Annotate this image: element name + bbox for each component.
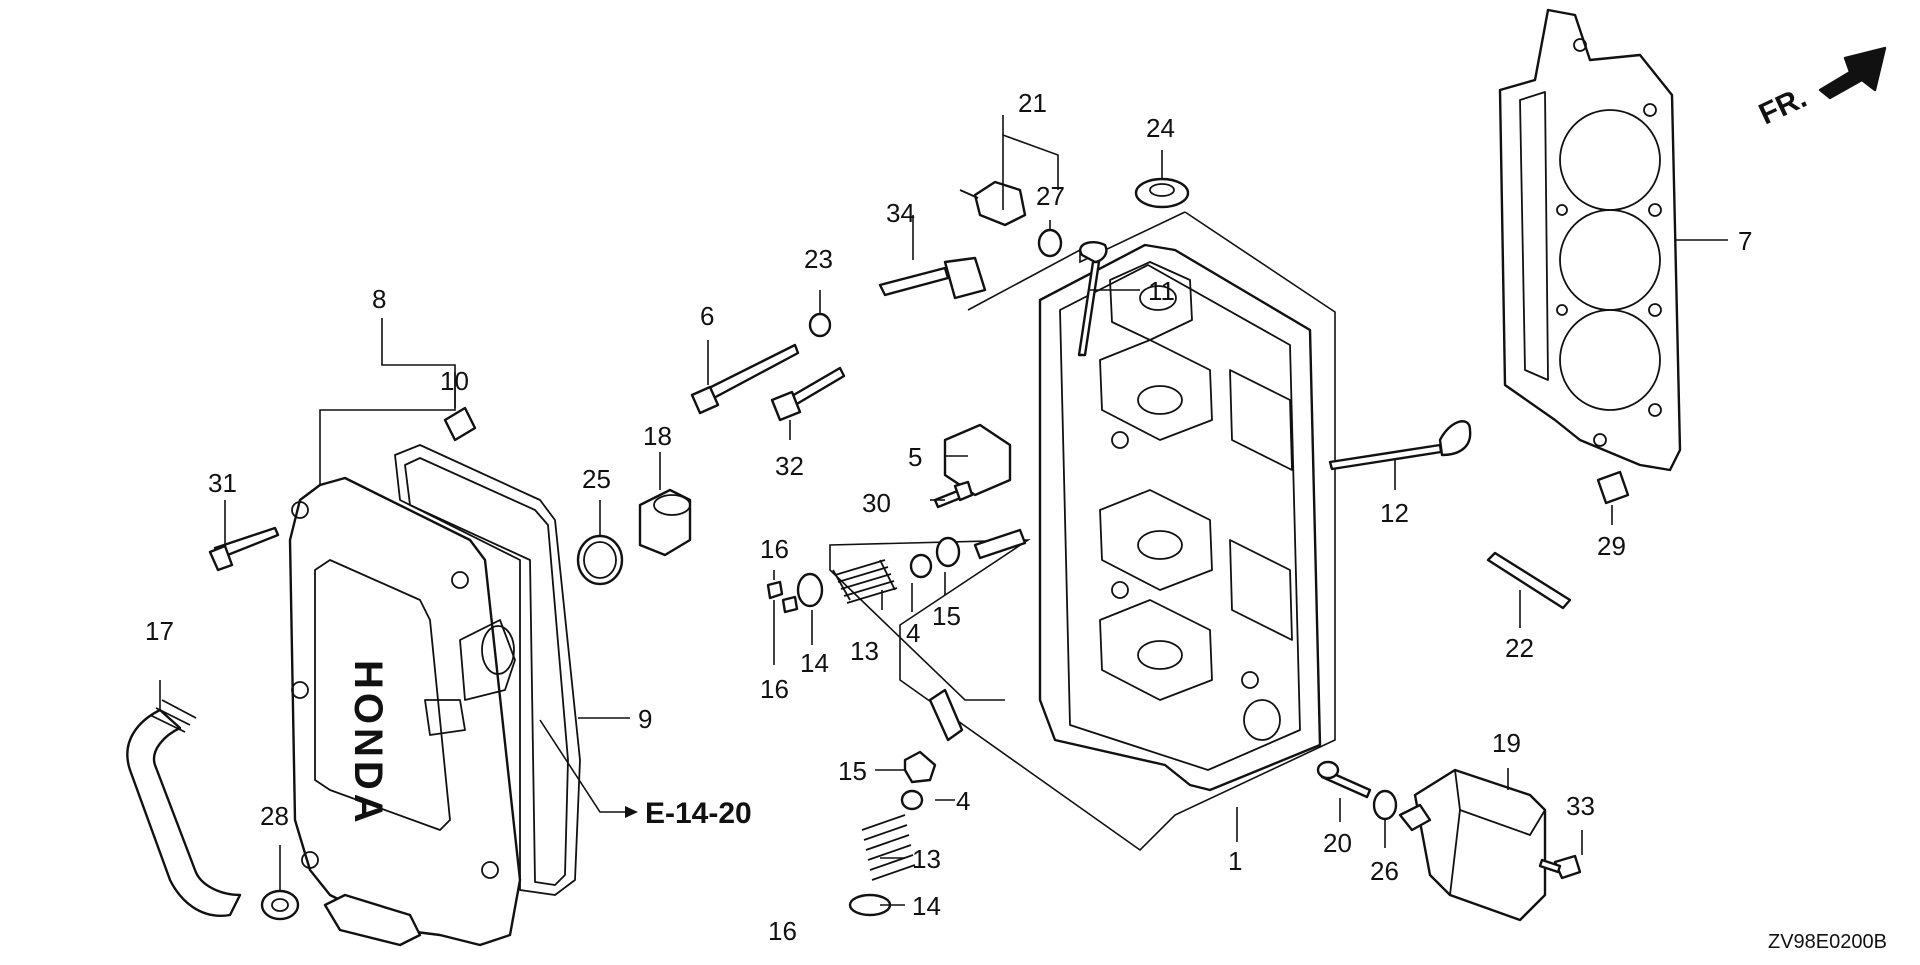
callout-16-top[interactable]: 16 xyxy=(760,534,789,564)
spring-seat-14-upper[interactable] xyxy=(796,572,824,608)
cylinder-head[interactable] xyxy=(1038,243,1322,792)
cylinder-head-group-outline xyxy=(829,211,1336,852)
head-gasket[interactable] xyxy=(1498,8,1682,472)
callout-16-mid[interactable]: 16 xyxy=(760,674,789,704)
reference-arrow xyxy=(539,719,638,818)
bolt-6[interactable] xyxy=(690,343,800,415)
bolt-30[interactable] xyxy=(933,480,974,509)
oil-seal-24[interactable] xyxy=(1134,177,1190,209)
o-ring-26[interactable] xyxy=(1372,789,1398,821)
callout-26[interactable]: 26 xyxy=(1370,856,1399,886)
o-ring-27[interactable] xyxy=(1037,228,1063,258)
callout-13[interactable]: 13 xyxy=(850,636,879,666)
callout-23[interactable]: 23 xyxy=(804,244,833,274)
tube-clamp[interactable] xyxy=(260,889,300,921)
valve-seal-15-lower[interactable] xyxy=(903,750,937,784)
valve-seal-15-upper[interactable] xyxy=(935,536,961,568)
callout-29[interactable]: 29 xyxy=(1597,531,1626,561)
sensor-21[interactable] xyxy=(959,180,1027,227)
leader-lines xyxy=(159,115,1728,906)
valve-guide-lower[interactable] xyxy=(928,688,964,742)
head-cover[interactable]: HONDA xyxy=(288,476,522,947)
valve-spring-13-lower[interactable] xyxy=(861,814,916,881)
front-direction-indicator: FR. xyxy=(1754,46,1887,131)
callout-4[interactable]: 4 xyxy=(906,618,920,648)
callout-10[interactable]: 10 xyxy=(440,366,469,396)
bolt-31[interactable] xyxy=(208,526,280,572)
callout-27[interactable]: 27 xyxy=(1036,181,1065,211)
callout-16-bottom[interactable]: 16 xyxy=(768,916,797,946)
callout-6[interactable]: 6 xyxy=(700,301,714,331)
valve-cotter-4-upper[interactable] xyxy=(909,553,933,579)
plate-5[interactable] xyxy=(943,423,1012,497)
callout-15-lower[interactable]: 15 xyxy=(838,756,867,786)
callout-5[interactable]: 5 xyxy=(908,442,922,472)
callout-9[interactable]: 9 xyxy=(638,704,652,734)
callout-14[interactable]: 14 xyxy=(800,648,829,678)
callout-14-lower[interactable]: 14 xyxy=(912,891,941,921)
callout-30[interactable]: 30 xyxy=(862,488,891,518)
callout-numbers: 1 4 4 5 6 7 8 9 10 11 12 13 13 14 14 15 … xyxy=(145,88,1752,946)
valve-guide-upper[interactable] xyxy=(973,528,1027,560)
spark-plug-34[interactable] xyxy=(878,256,987,300)
o-ring-25[interactable] xyxy=(576,534,624,586)
callout-22[interactable]: 22 xyxy=(1505,633,1534,663)
breather-tube[interactable] xyxy=(126,699,242,917)
callout-15[interactable]: 15 xyxy=(932,601,961,631)
callout-32[interactable]: 32 xyxy=(775,451,804,481)
valve-12[interactable] xyxy=(1328,420,1472,471)
callout-8[interactable]: 8 xyxy=(372,284,386,314)
callout-24[interactable]: 24 xyxy=(1146,113,1175,143)
dowel-pin-10[interactable] xyxy=(443,406,477,442)
callout-34[interactable]: 34 xyxy=(886,198,915,228)
stud-22[interactable] xyxy=(1486,551,1572,610)
cover-logo-text: HONDA xyxy=(346,660,390,827)
cap-18[interactable] xyxy=(638,488,692,557)
callout-28[interactable]: 28 xyxy=(260,801,289,831)
callout-4-lower[interactable]: 4 xyxy=(956,786,970,816)
callout-31[interactable]: 31 xyxy=(208,468,237,498)
callout-33[interactable]: 33 xyxy=(1566,791,1595,821)
fuel-pump-19[interactable] xyxy=(1398,768,1547,922)
dowel-29[interactable] xyxy=(1596,470,1630,505)
callout-21[interactable]: 21 xyxy=(1018,88,1047,118)
head-cover-gasket[interactable] xyxy=(394,444,581,896)
valve-11[interactable] xyxy=(1077,241,1108,357)
valve-cotter-4-lower[interactable] xyxy=(900,789,924,811)
callout-20[interactable]: 20 xyxy=(1323,828,1352,858)
callout-13-lower[interactable]: 13 xyxy=(912,844,941,874)
bolt-33[interactable] xyxy=(1538,854,1582,880)
callout-25[interactable]: 25 xyxy=(582,464,611,494)
breather-elbow[interactable] xyxy=(323,893,422,947)
callout-19[interactable]: 19 xyxy=(1492,728,1521,758)
callout-1[interactable]: 1 xyxy=(1228,846,1242,876)
washer-23[interactable] xyxy=(808,312,832,338)
bolt-32[interactable] xyxy=(770,366,846,422)
bolt-20[interactable] xyxy=(1316,760,1372,799)
drawing-code: ZV98E0200B xyxy=(1768,931,1887,953)
reference-label[interactable]: E-14-20 xyxy=(645,797,752,830)
callout-11[interactable]: 11 xyxy=(1148,276,1175,306)
valve-spring-13-upper[interactable] xyxy=(832,559,898,604)
callout-18[interactable]: 18 xyxy=(643,421,672,451)
cotter-16-upper[interactable] xyxy=(766,580,799,614)
callout-12[interactable]: 12 xyxy=(1380,498,1409,528)
front-direction-label: FR. xyxy=(1754,81,1812,131)
callout-7[interactable]: 7 xyxy=(1738,226,1752,256)
callout-17[interactable]: 17 xyxy=(145,616,174,646)
